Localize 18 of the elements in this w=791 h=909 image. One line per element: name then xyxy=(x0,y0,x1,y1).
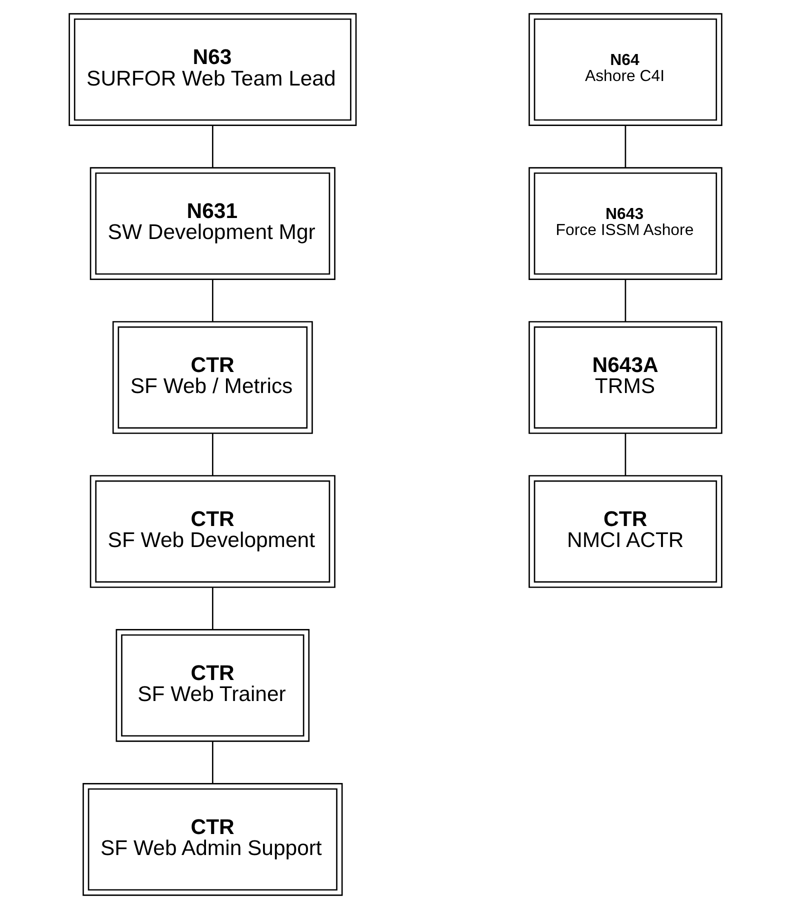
connector xyxy=(624,280,626,322)
connector xyxy=(624,126,626,168)
connector xyxy=(212,280,214,322)
connector xyxy=(212,433,214,476)
connector xyxy=(212,587,214,630)
node-box: CTR SF Web Admin Support xyxy=(82,783,343,896)
node-box: CTR SF Web Trainer xyxy=(116,629,310,742)
node-box: N643 Force ISSM Ashore xyxy=(528,167,722,280)
node-box: N64 Ashore C4I xyxy=(528,13,722,126)
node-box: CTR NMCI ACTR xyxy=(528,475,722,588)
connector xyxy=(212,741,214,784)
node-box: CTR SF Web Development xyxy=(90,475,336,588)
node-box: CTR SF Web / Metrics xyxy=(112,321,313,434)
node-box: N631 SW Development Mgr xyxy=(90,167,336,280)
node-box: N63 SURFOR Web Team Lead xyxy=(68,13,357,126)
connector xyxy=(212,126,214,168)
node-box: N643A TRMS xyxy=(528,321,722,434)
connector xyxy=(624,433,626,476)
